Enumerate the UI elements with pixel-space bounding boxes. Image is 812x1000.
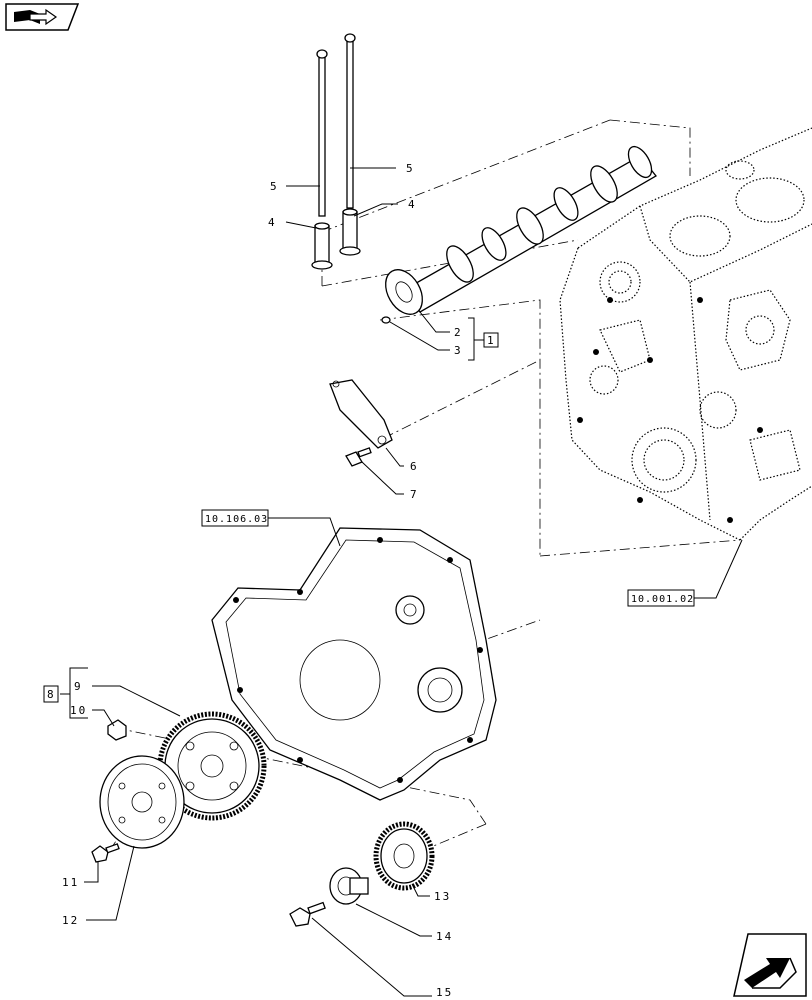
- callout-4-right: 4: [408, 198, 417, 211]
- idler-gear: [373, 821, 435, 891]
- camshaft-gear: [157, 711, 267, 821]
- callout-15: 15: [436, 986, 453, 999]
- timing-cover-housing: [211, 527, 497, 801]
- idler-bolt: [289, 901, 326, 927]
- gear-nut: [107, 719, 127, 741]
- callout-14: 14: [436, 930, 453, 943]
- idler-bush: [329, 867, 369, 905]
- svg-text:8: 8: [47, 688, 56, 701]
- book-arrow-icon[interactable]: [5, 3, 80, 31]
- camshaft: [385, 145, 657, 315]
- callout-box-1[interactable]: 1: [483, 332, 499, 348]
- callout-2: 2: [454, 326, 463, 339]
- svg-text:1: 1: [487, 334, 496, 347]
- leader-lines: [60, 167, 743, 997]
- retaining-plate: [99, 755, 185, 849]
- callout-4-left: 4: [268, 216, 277, 229]
- callout-5-right: 5: [406, 162, 415, 175]
- callout-3: 3: [454, 344, 463, 357]
- callout-7: 7: [410, 488, 419, 501]
- tappets: [311, 208, 361, 270]
- svg-text:10.001.02: 10.001.02: [631, 594, 694, 605]
- callout-12: 12: [62, 914, 79, 927]
- callout-9: 9: [74, 680, 83, 693]
- engine-block-illustration: [559, 127, 812, 541]
- ref-box-timing-cover[interactable]: 10.106.03: [201, 509, 269, 527]
- plate-bolt: [345, 447, 372, 467]
- callout-13: 13: [434, 890, 451, 903]
- ref-box-engine-block[interactable]: 10.001.02: [627, 589, 695, 607]
- dowel-pin: [381, 316, 391, 324]
- thrust-plate: [329, 379, 393, 449]
- callout-11: 11: [62, 876, 79, 889]
- arrow-next-icon[interactable]: [733, 933, 807, 997]
- callout-5-left: 5: [270, 180, 279, 193]
- plate-bolt-small: [91, 843, 120, 863]
- callout-6: 6: [410, 460, 419, 473]
- svg-text:10.106.03: 10.106.03: [205, 514, 268, 525]
- push-rods: [316, 33, 356, 217]
- callout-10: 10: [70, 704, 87, 717]
- callout-box-8[interactable]: 8: [43, 685, 59, 703]
